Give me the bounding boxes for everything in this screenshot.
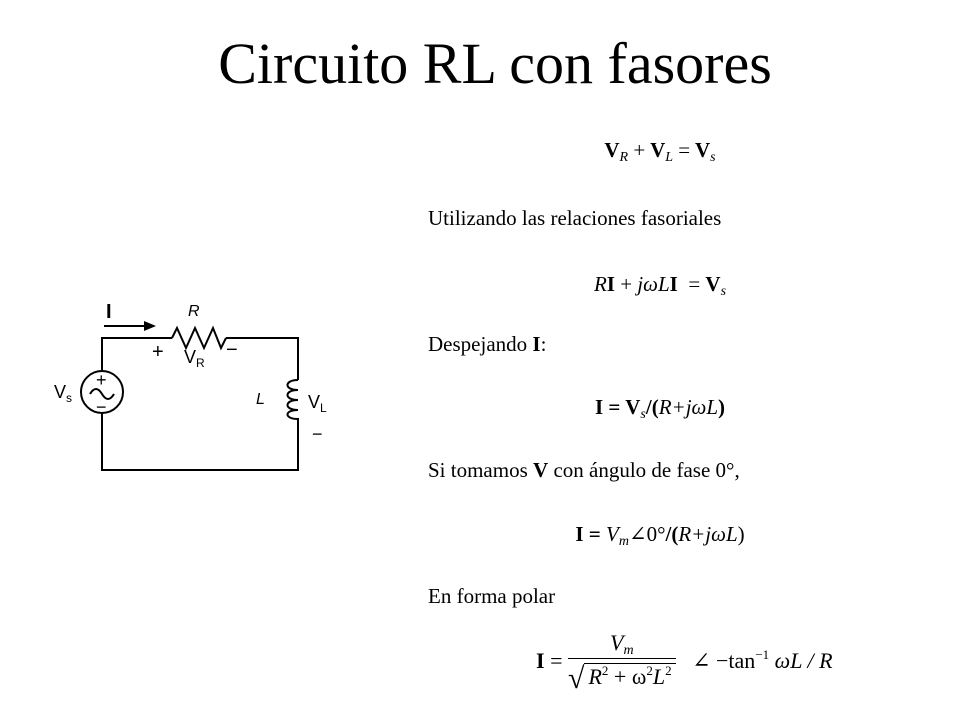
polar-form-text: En forma polar: [428, 584, 556, 608]
ac-wave: [89, 388, 115, 400]
voltage-source: [80, 370, 124, 414]
rl-circuit-diagram: I R + VR − Vs + − L VL −: [54, 301, 327, 471]
vr-label: VR: [184, 347, 205, 370]
wire-bottom: [101, 413, 299, 471]
vs-symbol: Vs: [695, 138, 716, 165]
solve-for-current-text: Despejando I:: [428, 332, 547, 356]
magnitude-fraction: Vm √R2 + ω2L2: [567, 630, 676, 696]
vr-symbol: VR: [604, 138, 629, 165]
polar-form-equation: I = Vm √R2 + ω2L2 ∠ −tan−1 ωL / R: [536, 630, 833, 696]
current-label: I: [106, 301, 112, 323]
phasor-relations-text: Utilizando las relaciones fasoriales: [428, 206, 722, 230]
resistor: [171, 325, 227, 351]
inductor: [286, 379, 299, 428]
vs-label: Vs: [54, 382, 72, 405]
vl-minus-sign: −: [312, 424, 323, 444]
source-minus-sign: −: [96, 397, 107, 417]
vl-label: VL: [308, 392, 327, 415]
vr-plus-sign: +: [152, 341, 164, 363]
resistor-label: R: [188, 303, 200, 320]
source-plus-sign: +: [96, 370, 107, 390]
vl-symbol: VL: [650, 138, 674, 165]
phasor-equation: RI + jωLI = Vs: [593, 272, 727, 299]
wire-top-left: [101, 337, 172, 370]
current-equation: I = Vs/(R+jωL): [594, 395, 726, 422]
inductor-label: L: [256, 391, 265, 408]
phase-angle-text: Si tomamos V con ángulo de fase 0°,: [428, 458, 740, 482]
wire-top-right: [226, 337, 299, 380]
slide-title: Circuito RL con fasores: [218, 31, 772, 96]
current-arrowhead: [144, 321, 156, 331]
current-angle-equation: I = Vm∠0°/(R+jωL): [575, 522, 745, 549]
kvl-equation: VR + VL = Vs: [604, 138, 716, 165]
vr-minus-sign: −: [226, 339, 238, 361]
